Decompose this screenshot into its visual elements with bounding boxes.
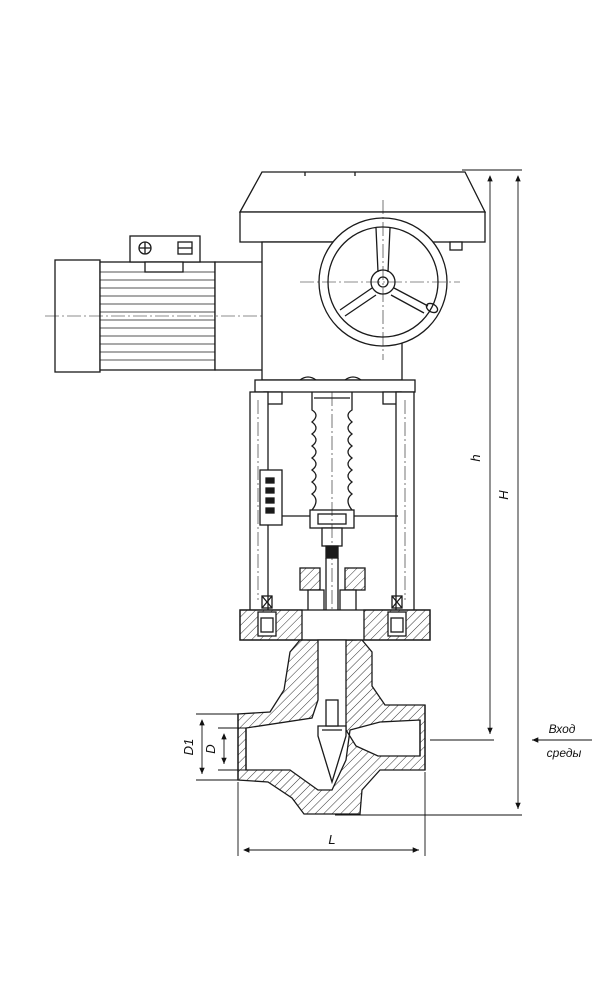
- inlet-pipe-end: [237, 714, 247, 780]
- handwheel: [300, 200, 460, 360]
- label-H: H: [496, 490, 511, 500]
- bonnet-flange: [239, 609, 431, 641]
- electric-motor: [45, 235, 275, 373]
- terminal-box: [129, 235, 201, 273]
- valve-body: [237, 639, 426, 815]
- top-flange: [254, 376, 416, 405]
- label-h: h: [468, 454, 483, 461]
- flow-label-line1: Вход: [549, 722, 576, 736]
- label-L: L: [328, 832, 335, 847]
- label-D: D: [203, 744, 218, 753]
- yoke-columns: [249, 391, 415, 613]
- flow-label-line2: среды: [547, 746, 582, 760]
- outlet-pipe-end: [419, 705, 426, 770]
- label-D1: D1: [181, 739, 196, 756]
